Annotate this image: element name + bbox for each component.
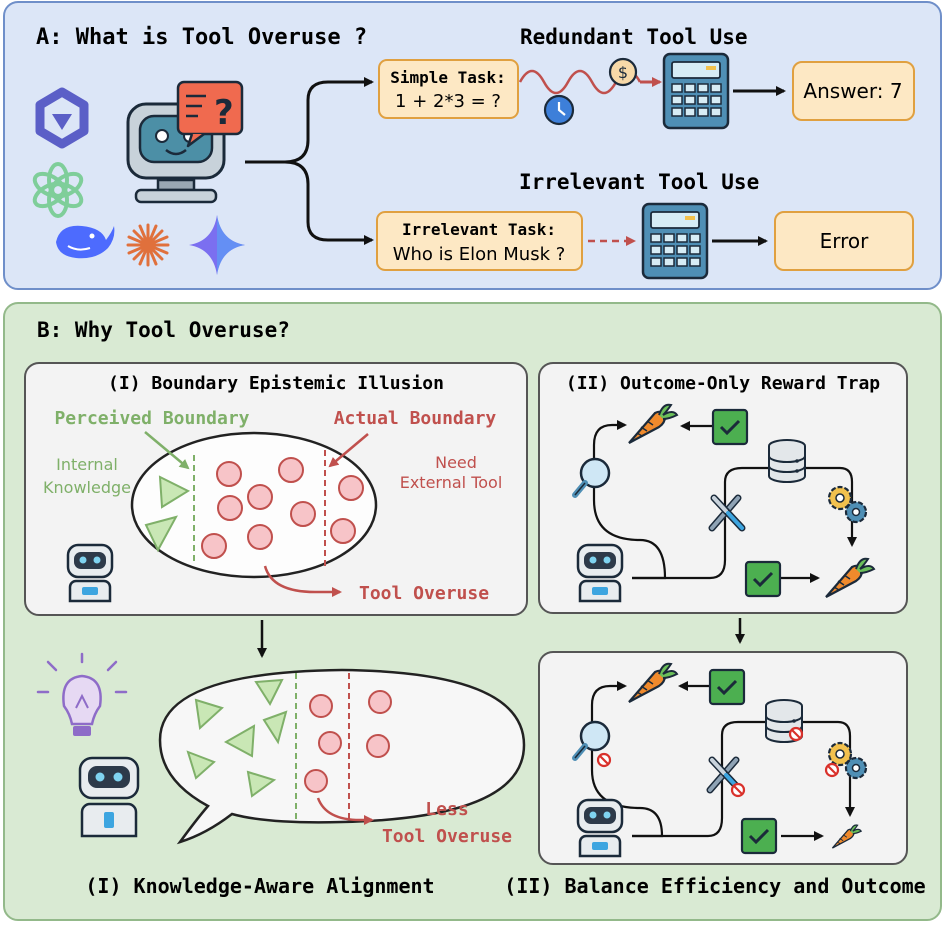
actual-boundary-label: Actual Boundary bbox=[334, 408, 497, 429]
knowledge-triangles bbox=[144, 475, 191, 553]
chatgpt-logo-icon bbox=[32, 162, 84, 218]
deepseek-whale-icon bbox=[56, 225, 115, 259]
svg-text:$: $ bbox=[618, 63, 628, 82]
redundant-heading: Redundant Tool Use bbox=[520, 25, 748, 49]
checkmark-icon bbox=[740, 817, 778, 855]
qwen-logo-icon bbox=[35, 87, 89, 149]
simple-task-expression: 1 + 2*3 = ? bbox=[395, 91, 501, 112]
alignment-bubble bbox=[158, 668, 526, 845]
dollar-coin-icon: $ bbox=[608, 57, 638, 87]
robot-icon bbox=[576, 798, 624, 858]
prohibited-icon bbox=[824, 762, 840, 778]
question-bubble-icon: ? bbox=[176, 80, 244, 148]
panel-b-title: B: Why Tool Overuse? bbox=[37, 318, 290, 342]
simple-task-label: Simple Task: bbox=[390, 68, 506, 87]
robot-icon bbox=[78, 756, 140, 838]
robot-icon bbox=[66, 543, 114, 603]
reward-trap-box bbox=[538, 362, 908, 614]
error-text: Error bbox=[820, 229, 870, 253]
database-icon bbox=[768, 439, 806, 483]
perceived-boundary-label: Perceived Boundary bbox=[54, 408, 249, 429]
checkmark-icon bbox=[708, 668, 746, 706]
less-tool-overuse-label: Tool Overuse bbox=[382, 826, 512, 847]
calculator-icon bbox=[641, 202, 709, 280]
svg-text:?: ? bbox=[214, 93, 234, 133]
irrelevant-task-question: Who is Elon Musk ? bbox=[393, 244, 566, 265]
prohibited-icon bbox=[596, 752, 612, 768]
calculator-icon bbox=[662, 52, 730, 130]
tool-circles bbox=[304, 690, 392, 793]
error-box bbox=[774, 211, 914, 271]
knowledge-triangles bbox=[186, 678, 288, 798]
prohibited-icon bbox=[730, 782, 746, 798]
lightbulb-icon bbox=[36, 652, 128, 736]
gemini-star-icon bbox=[189, 215, 245, 275]
robot-icon bbox=[576, 543, 624, 603]
answer-box bbox=[792, 61, 915, 121]
claude-burst-icon bbox=[126, 223, 170, 267]
clock-icon bbox=[543, 94, 575, 126]
checkmark-icon bbox=[744, 560, 782, 598]
need-external-label-2: External Tool bbox=[400, 473, 503, 492]
reward-trap-flow bbox=[592, 420, 857, 583]
answer-text: Answer: 7 bbox=[803, 79, 902, 103]
irrelevant-task-box bbox=[376, 211, 583, 271]
panel-a-title: A: What is Tool Overuse ? bbox=[36, 25, 367, 50]
simple-task-box bbox=[378, 59, 519, 119]
checkmark-icon bbox=[711, 408, 749, 446]
less-overuse-arrow bbox=[316, 797, 374, 825]
tool-circles bbox=[201, 457, 364, 559]
illusion-title: (I) Boundary Epistemic Illusion bbox=[108, 373, 444, 394]
alignment-caption: (I) Knowledge-Aware Alignment bbox=[85, 874, 434, 898]
internal-knowledge-label-2: Knowledge bbox=[43, 478, 131, 497]
branch-to-irrelevant bbox=[284, 160, 374, 245]
balance-caption: (II) Balance Efficiency and Outcome bbox=[504, 874, 925, 898]
reward-trap-title: (II) Outcome-Only Reward Trap bbox=[566, 373, 880, 394]
prohibited-icon bbox=[788, 726, 804, 742]
internal-knowledge-label-1: Internal bbox=[56, 455, 118, 474]
actual-boundary-arrow bbox=[328, 433, 369, 468]
tool-overuse-arrow bbox=[263, 565, 342, 597]
perceived-boundary-arrow bbox=[144, 431, 190, 470]
tool-overuse-label: Tool Overuse bbox=[359, 583, 489, 604]
irrelevant-task-label: Irrelevant Task: bbox=[402, 220, 556, 239]
balance-flow bbox=[590, 681, 855, 841]
irrelevant-heading: Irrelevant Tool Use bbox=[519, 170, 759, 194]
need-external-label-1: Need bbox=[435, 453, 477, 472]
less-label: Less bbox=[425, 799, 468, 820]
branch-to-simple bbox=[245, 77, 374, 164]
